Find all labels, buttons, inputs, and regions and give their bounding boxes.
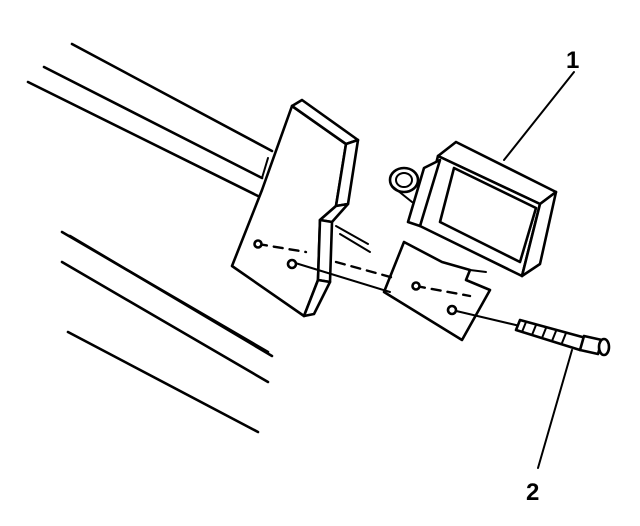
- callout-label-1: 1: [566, 47, 579, 74]
- module-component: [388, 140, 558, 278]
- upper-rail: [26, 42, 274, 198]
- callout-leaders: [503, 71, 575, 469]
- fastener-holes: [253, 239, 458, 316]
- mounting-bracket: [230, 98, 371, 318]
- assembly-guide-lines: [256, 242, 521, 327]
- lower-rail: [60, 230, 274, 434]
- callout-label-2: 2: [526, 479, 539, 506]
- screw-fastener: [514, 318, 611, 357]
